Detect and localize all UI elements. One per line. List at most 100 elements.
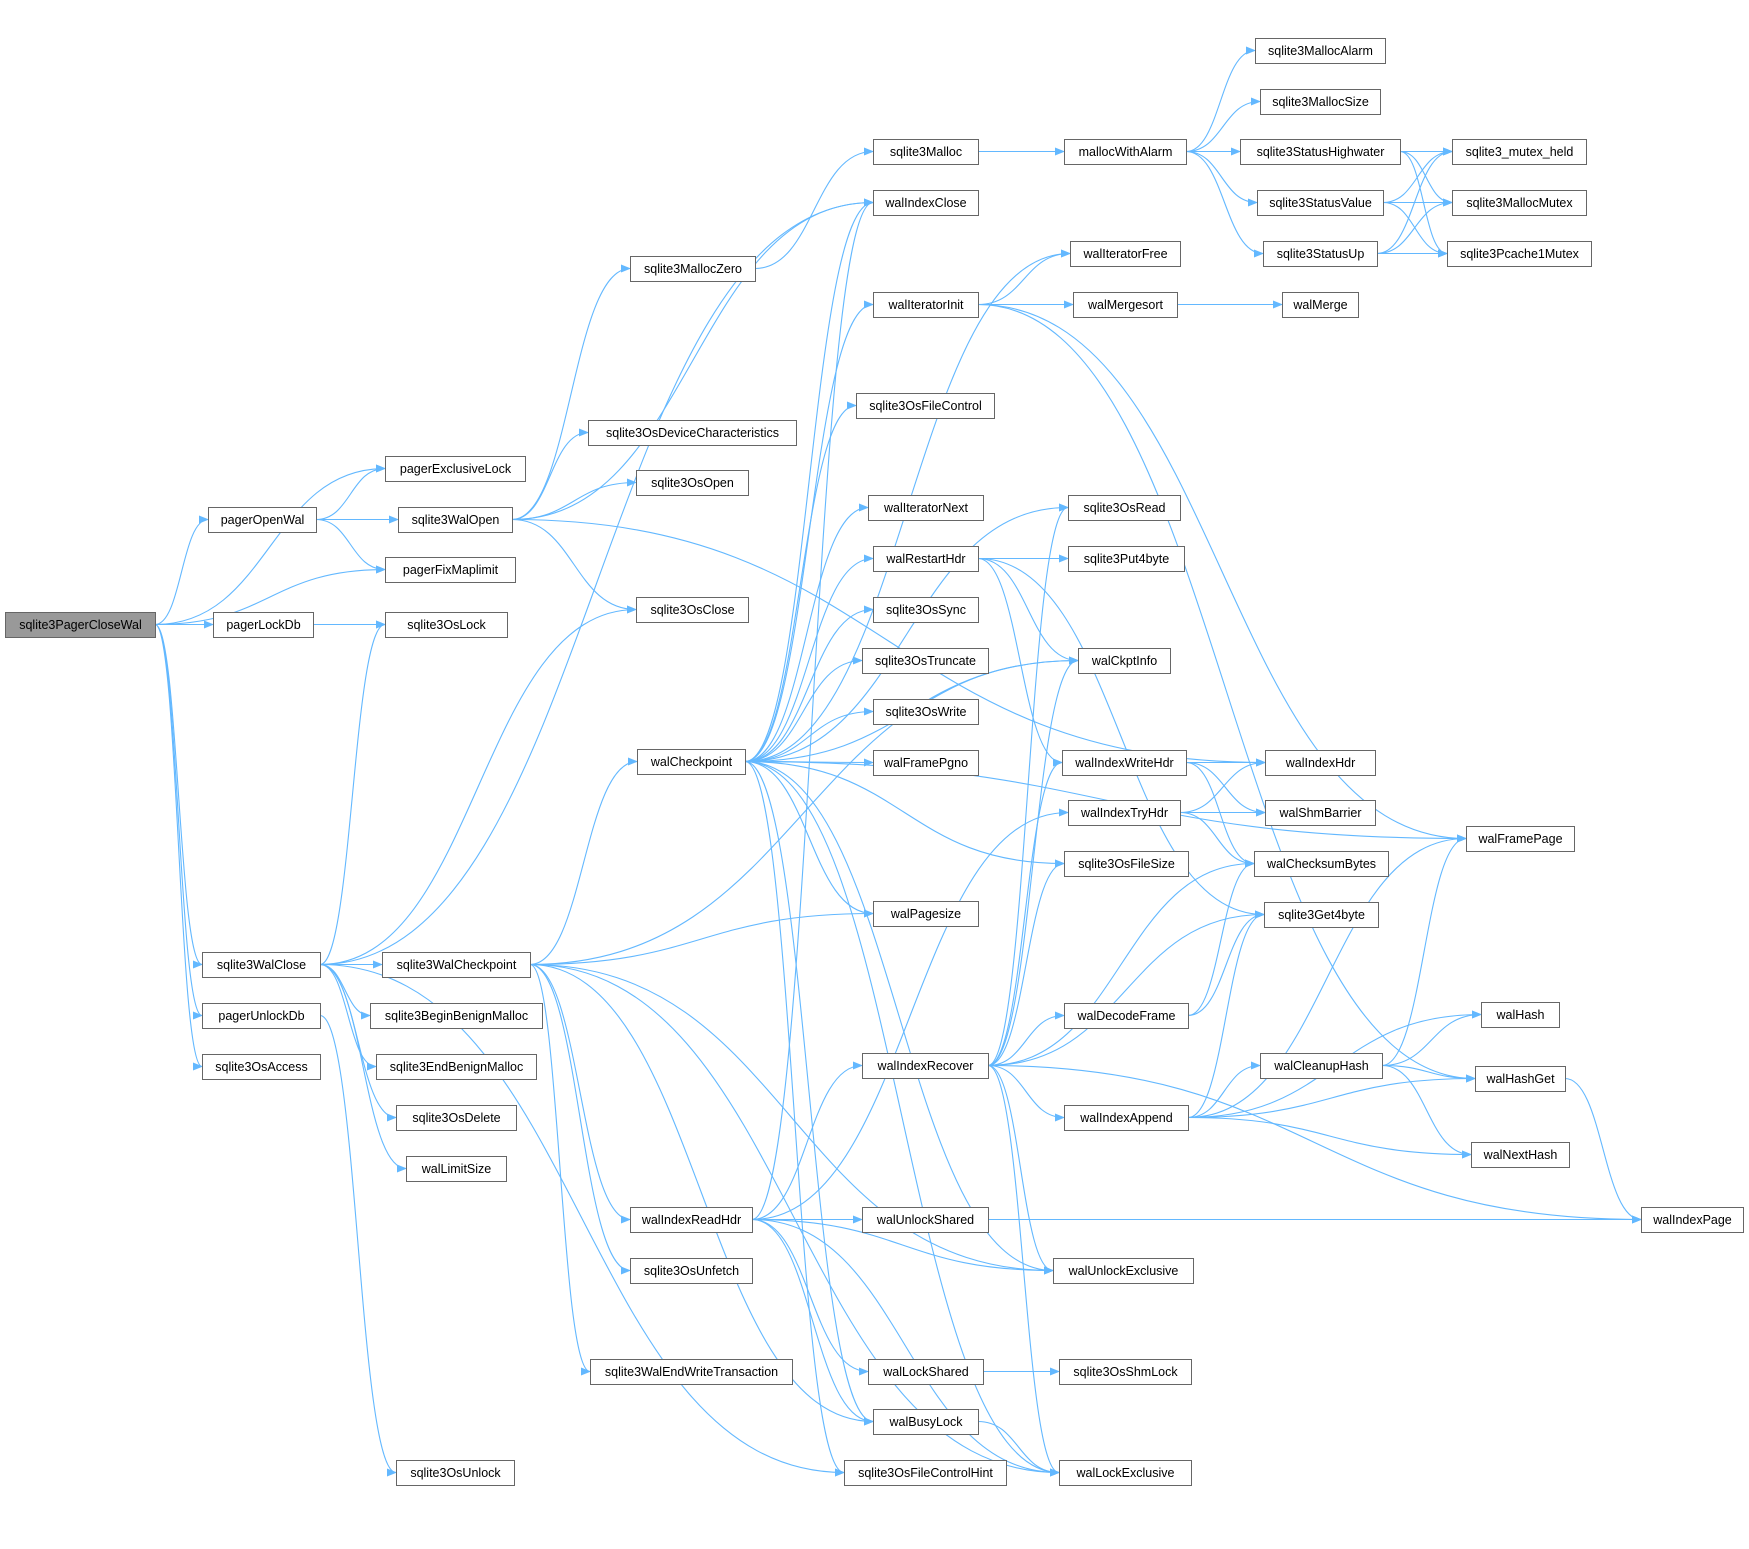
node-wal-busy-lock[interactable]: walBusyLock: [873, 1409, 979, 1435]
node-sqlite3-status-value[interactable]: sqlite3StatusValue: [1257, 190, 1384, 216]
node-wal-hash[interactable]: walHash: [1481, 1002, 1560, 1028]
edge-wal-checkpoint-to-wal-pagesize: [744, 760, 874, 918]
node-wal-merge[interactable]: walMerge: [1282, 292, 1359, 318]
edge-path: [529, 963, 1054, 1275]
node-sqlite3-os-unfetch[interactable]: sqlite3OsUnfetch: [630, 1258, 753, 1284]
node-wal-frame-page[interactable]: walFramePage: [1466, 826, 1575, 852]
node-sqlite3-os-access[interactable]: sqlite3OsAccess: [202, 1054, 321, 1080]
node-pager-fix-maplimit[interactable]: pagerFixMaplimit: [385, 557, 516, 583]
node-sqlite3-wal-end-write-transaction[interactable]: sqlite3WalEndWriteTransaction: [590, 1359, 793, 1385]
node-wal-index-hdr[interactable]: walIndexHdr: [1265, 750, 1376, 776]
node-sqlite3-os-open[interactable]: sqlite3OsOpen: [636, 470, 749, 496]
node-sqlite3-wal-open[interactable]: sqlite3WalOpen: [398, 507, 513, 533]
node-sqlite3-malloc-size[interactable]: sqlite3MallocSize: [1260, 89, 1381, 115]
node-malloc-with-alarm[interactable]: mallocWithAlarm: [1064, 139, 1187, 165]
node-wal-frame-pgno[interactable]: walFramePgno: [873, 750, 979, 776]
node-sqlite3-malloc[interactable]: sqlite3Malloc: [873, 139, 979, 165]
node-sqlite3-put4byte[interactable]: sqlite3Put4byte: [1068, 546, 1185, 572]
node-box: [1265, 750, 1376, 776]
node-box: [1053, 1258, 1194, 1284]
node-sqlite3-os-unlock[interactable]: sqlite3OsUnlock: [396, 1460, 515, 1486]
node-box: [862, 1207, 989, 1233]
node-wal-index-recover[interactable]: walIndexRecover: [862, 1053, 989, 1079]
edge-wal-index-read-hdr-to-wal-unlock-exclusive: [751, 1218, 1054, 1275]
node-wal-index-append[interactable]: walIndexAppend: [1064, 1105, 1189, 1131]
node-box: [202, 1054, 321, 1080]
node-sqlite3-end-benign-malloc[interactable]: sqlite3EndBenignMalloc: [376, 1054, 537, 1080]
node-sqlite3-os-file-control[interactable]: sqlite3OsFileControl: [856, 393, 995, 419]
node-sqlite3-os-device-characteristics[interactable]: sqlite3OsDeviceCharacteristics: [588, 420, 797, 446]
node-pager-open-wal[interactable]: pagerOpenWal: [208, 507, 317, 533]
node-sqlite3-os-write[interactable]: sqlite3OsWrite: [873, 699, 979, 725]
node-sqlite3-begin-benign-malloc[interactable]: sqlite3BeginBenignMalloc: [370, 1003, 543, 1029]
node-label: walIndexPage: [1652, 1213, 1732, 1227]
node-label: sqlite3MallocAlarm: [1268, 44, 1373, 58]
node-sqlite3-os-file-control-hint[interactable]: sqlite3OsFileControlHint: [844, 1460, 1007, 1486]
node-sqlite3-os-delete[interactable]: sqlite3OsDelete: [396, 1105, 517, 1131]
node-sqlite3-wal-close[interactable]: sqlite3WalClose: [202, 952, 321, 978]
node-wal-iterator-next[interactable]: walIteratorNext: [868, 495, 984, 521]
node-label: walBusyLock: [889, 1415, 964, 1429]
node-sqlite3-os-shm-lock[interactable]: sqlite3OsShmLock: [1059, 1359, 1192, 1385]
node-wal-limit-size[interactable]: walLimitSize: [406, 1156, 507, 1182]
node-wal-unlock-exclusive[interactable]: walUnlockExclusive: [1053, 1258, 1194, 1284]
node-wal-index-try-hdr[interactable]: walIndexTryHdr: [1068, 800, 1181, 826]
node-label: walRestartHdr: [885, 552, 965, 566]
node-sqlite3-pcache1-mutex[interactable]: sqlite3Pcache1Mutex: [1447, 241, 1592, 267]
node-sqlite3-os-truncate[interactable]: sqlite3OsTruncate: [862, 648, 989, 674]
node-wal-iterator-free[interactable]: walIteratorFree: [1070, 241, 1181, 267]
edge-wal-index-append-to-wal-frame-page: [1187, 834, 1467, 1119]
node-box: [873, 597, 979, 623]
node-wal-index-read-hdr[interactable]: walIndexReadHdr: [630, 1207, 753, 1233]
node-sqlite3-get4byte[interactable]: sqlite3Get4byte: [1264, 902, 1379, 928]
node-wal-shm-barrier[interactable]: walShmBarrier: [1265, 800, 1376, 826]
node-wal-iterator-init[interactable]: walIteratorInit: [873, 292, 979, 318]
node-wal-mergesort[interactable]: walMergesort: [1073, 292, 1178, 318]
node-wal-restart-hdr[interactable]: walRestartHdr: [873, 546, 979, 572]
node-wal-next-hash[interactable]: walNextHash: [1471, 1142, 1570, 1168]
node-label: sqlite3WalClose: [217, 958, 306, 972]
node-wal-ckpt-info[interactable]: walCkptInfo: [1078, 648, 1171, 674]
node-sqlite3-os-read[interactable]: sqlite3OsRead: [1068, 495, 1181, 521]
node-sqlite3-status-highwater[interactable]: sqlite3StatusHighwater: [1240, 139, 1401, 165]
node-label: walIteratorFree: [1082, 247, 1167, 261]
node-pager-unlock-db[interactable]: pagerUnlockDb: [202, 1003, 321, 1029]
edge-sqlite3-pager-close-wal-to-pager-exclusive-lock: [154, 464, 386, 626]
edge-path: [529, 963, 631, 1275]
edge-path: [529, 963, 874, 1426]
node-box: [1255, 38, 1386, 64]
node-box: [1068, 800, 1181, 826]
node-sqlite3-os-close[interactable]: sqlite3OsClose: [636, 597, 749, 623]
node-sqlite3-malloc-mutex[interactable]: sqlite3MallocMutex: [1452, 190, 1587, 216]
node-wal-index-close[interactable]: walIndexClose: [873, 190, 979, 216]
node-sqlite3-mutex-held[interactable]: sqlite3_mutex_held: [1452, 139, 1587, 165]
node-sqlite3-pager-close-wal[interactable]: sqlite3PagerCloseWal: [5, 612, 156, 638]
node-wal-checksum-bytes[interactable]: walChecksumBytes: [1254, 851, 1389, 877]
node-box: [1257, 190, 1384, 216]
node-box: [1447, 241, 1592, 267]
node-sqlite3-malloc-alarm[interactable]: sqlite3MallocAlarm: [1255, 38, 1386, 64]
node-wal-lock-exclusive[interactable]: walLockExclusive: [1059, 1460, 1192, 1486]
node-label: sqlite3OsDeviceCharacteristics: [606, 426, 779, 440]
node-wal-lock-shared[interactable]: walLockShared: [868, 1359, 984, 1385]
node-wal-decode-frame[interactable]: walDecodeFrame: [1064, 1003, 1189, 1029]
node-pager-exclusive-lock[interactable]: pagerExclusiveLock: [385, 456, 526, 482]
node-sqlite3-os-sync[interactable]: sqlite3OsSync: [873, 597, 979, 623]
node-wal-index-page[interactable]: walIndexPage: [1641, 1207, 1744, 1233]
edge-path: [154, 515, 209, 626]
node-pager-lock-db[interactable]: pagerLockDb: [213, 612, 314, 638]
edge-wal-checkpoint-to-wal-lock-exclusive: [744, 760, 1060, 1477]
node-sqlite3-os-lock[interactable]: sqlite3OsLock: [385, 612, 508, 638]
node-sqlite3-status-up[interactable]: sqlite3StatusUp: [1263, 241, 1378, 267]
node-wal-cleanup-hash[interactable]: walCleanupHash: [1260, 1053, 1383, 1079]
node-sqlite3-os-file-size[interactable]: sqlite3OsFileSize: [1064, 851, 1189, 877]
node-sqlite3-malloc-zero[interactable]: sqlite3MallocZero: [630, 256, 756, 282]
node-box: [588, 420, 797, 446]
node-wal-index-write-hdr[interactable]: walIndexWriteHdr: [1062, 750, 1187, 776]
node-sqlite3-wal-checkpoint[interactable]: sqlite3WalCheckpoint: [382, 952, 531, 978]
node-wal-unlock-shared[interactable]: walUnlockShared: [862, 1207, 989, 1233]
node-wal-pagesize[interactable]: walPagesize: [873, 901, 979, 927]
node-wal-checkpoint[interactable]: walCheckpoint: [637, 749, 746, 775]
node-label: sqlite3WalOpen: [412, 513, 500, 527]
node-wal-hash-get[interactable]: walHashGet: [1475, 1066, 1566, 1092]
